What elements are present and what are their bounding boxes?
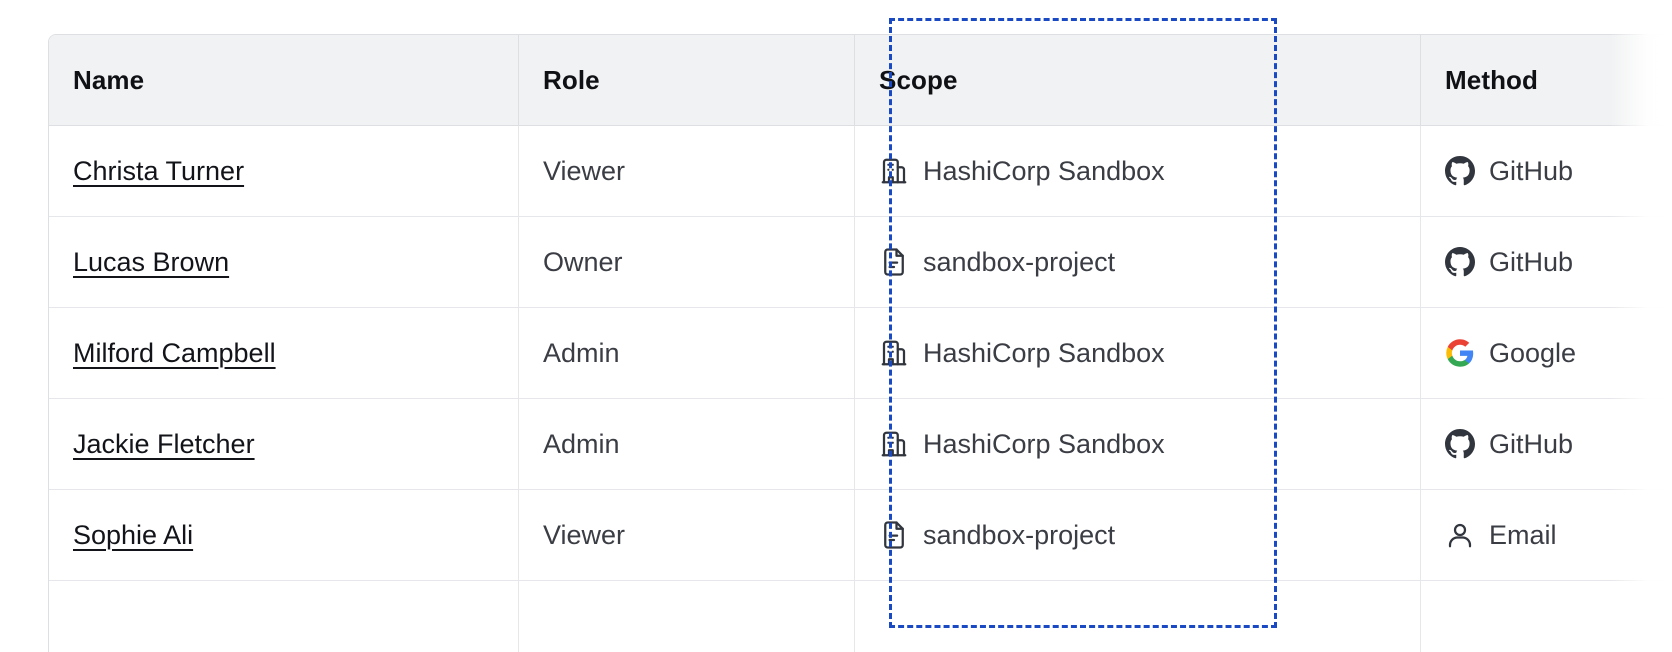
members-table: Name Role Scope Method Christa Turner Vi… xyxy=(48,34,1672,652)
scope-label: sandbox-project xyxy=(923,519,1116,550)
table-header-row: Name Role Scope Method xyxy=(49,35,1672,126)
table-row: Jackie Fletcher Admin xyxy=(49,399,1672,490)
document-icon xyxy=(879,247,909,277)
cell-method: GitHub xyxy=(1421,217,1672,308)
cell-name: Sophie Ali xyxy=(49,490,519,581)
table-body: Christa Turner Viewer xyxy=(49,126,1672,652)
table-row: Lucas Brown Owner sa xyxy=(49,217,1672,308)
cell-scope: HashiCorp Sandbox xyxy=(855,126,1421,217)
cell-scope xyxy=(855,581,1421,652)
github-icon xyxy=(1445,429,1475,459)
github-icon xyxy=(1445,156,1475,186)
cell-role: Viewer xyxy=(519,490,855,581)
cell-name: Milford Campbell xyxy=(49,308,519,399)
method-label: Email xyxy=(1489,519,1557,550)
method-label: GitHub xyxy=(1489,155,1574,186)
user-icon xyxy=(1445,520,1475,550)
cell-role xyxy=(519,581,855,652)
member-name-link[interactable]: Milford Campbell xyxy=(73,337,276,368)
cell-method xyxy=(1421,581,1672,652)
scope-label: HashiCorp Sandbox xyxy=(923,155,1165,186)
table-row: Milford Campbell Admin xyxy=(49,308,1672,399)
cell-method: GitHub xyxy=(1421,126,1672,217)
member-name-link[interactable]: Sophie Ali xyxy=(73,519,194,550)
column-header-method[interactable]: Method xyxy=(1421,35,1672,126)
column-header-name[interactable]: Name xyxy=(49,35,519,126)
scope-label: HashiCorp Sandbox xyxy=(923,428,1165,459)
github-icon xyxy=(1445,247,1475,277)
cell-method: Google xyxy=(1421,308,1672,399)
cell-role: Admin xyxy=(519,399,855,490)
method-label: GitHub xyxy=(1489,246,1574,277)
cell-method: GitHub xyxy=(1421,399,1672,490)
cell-role: Owner xyxy=(519,217,855,308)
members-table-scroll-container[interactable]: Name Role Scope Method Christa Turner Vi… xyxy=(48,34,1672,652)
cell-name: Lucas Brown xyxy=(49,217,519,308)
building-icon xyxy=(879,429,909,459)
cell-scope: HashiCorp Sandbox xyxy=(855,308,1421,399)
google-icon xyxy=(1445,338,1475,368)
cell-role: Admin xyxy=(519,308,855,399)
table-row: Christa Turner Viewer xyxy=(49,126,1672,217)
cell-scope: sandbox-project xyxy=(855,490,1421,581)
cell-method: Email xyxy=(1421,490,1672,581)
cell-scope: HashiCorp Sandbox xyxy=(855,399,1421,490)
method-label: GitHub xyxy=(1489,428,1574,459)
table-header: Name Role Scope Method xyxy=(49,35,1672,126)
table-row xyxy=(49,581,1672,652)
member-name-link[interactable]: Jackie Fletcher xyxy=(73,428,255,459)
column-header-scope[interactable]: Scope xyxy=(855,35,1421,126)
column-header-role[interactable]: Role xyxy=(519,35,855,126)
cell-name xyxy=(49,581,519,652)
method-label: Google xyxy=(1489,337,1577,368)
member-name-link[interactable]: Christa Turner xyxy=(73,155,245,186)
cell-role: Viewer xyxy=(519,126,855,217)
building-icon xyxy=(879,156,909,186)
scope-label: HashiCorp Sandbox xyxy=(923,337,1165,368)
building-icon xyxy=(879,338,909,368)
document-icon xyxy=(879,520,909,550)
cell-name: Christa Turner xyxy=(49,126,519,217)
table-row: Sophie Ali Viewer sa xyxy=(49,490,1672,581)
cell-name: Jackie Fletcher xyxy=(49,399,519,490)
scope-label: sandbox-project xyxy=(923,246,1116,277)
member-name-link[interactable]: Lucas Brown xyxy=(73,246,230,277)
cell-scope: sandbox-project xyxy=(855,217,1421,308)
